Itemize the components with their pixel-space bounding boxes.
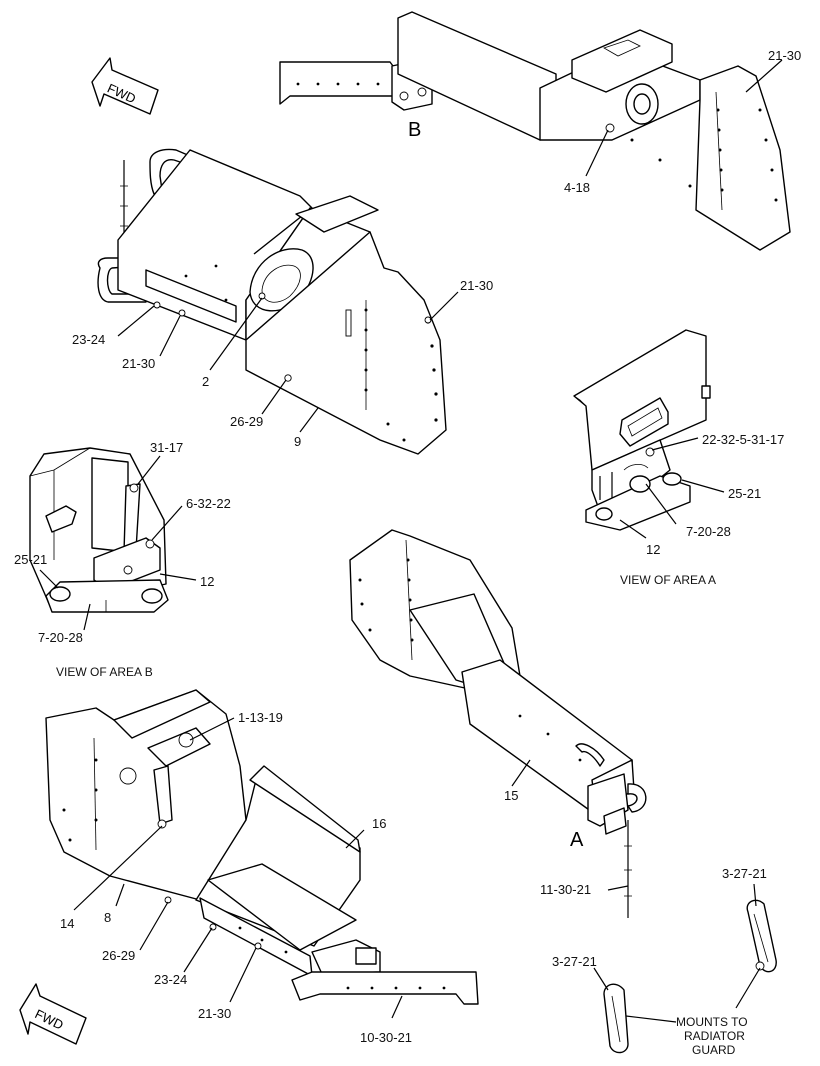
leader-lines	[39, 59, 783, 1023]
callout-area-b-25-21: 25-21	[14, 552, 47, 567]
callout-16: 16	[372, 816, 386, 831]
callout-3-27-21-top: 3-27-21	[722, 866, 767, 881]
callout-bottom-26-29: 26-29	[102, 948, 135, 963]
handle-top-right	[746, 899, 777, 973]
callout-area-b-12: 12	[200, 574, 214, 589]
area-b-detail	[29, 447, 169, 613]
handle-bottom	[603, 983, 629, 1054]
callout-left-right-21-30: 21-30	[460, 278, 493, 293]
callout-3-27-21-low: 3-27-21	[552, 954, 597, 969]
callout-22-32-5-31-17: 22-32-5-31-17	[702, 432, 784, 447]
caption-mounts-line-2: RADIATOR	[684, 1029, 745, 1043]
callout-left-21-30: 21-30	[122, 356, 155, 371]
caption-view-area-b: VIEW OF AREA B	[56, 665, 153, 679]
caption-mounts-line-1: MOUNTS TO	[676, 1015, 748, 1029]
view-letter-b: B	[408, 119, 421, 141]
caption-mounts-line-3: GUARD	[692, 1043, 736, 1057]
callout-6-32-22: 6-32-22	[186, 496, 231, 511]
callout-14: 14	[60, 916, 74, 931]
fwd-arrow-top: FWD	[91, 57, 159, 115]
callout-top-right-21-30: 21-30	[768, 48, 801, 63]
callout-labels: 21-30 4-18 23-24 21-30 2 21-30 26-29 9 2…	[14, 48, 801, 1057]
callout-bottom-21-30: 21-30	[198, 1006, 231, 1021]
callout-2: 2	[202, 374, 209, 389]
callout-8: 8	[104, 910, 111, 925]
callout-15: 15	[504, 788, 518, 803]
callout-11-30-21: 11-30-21	[540, 882, 591, 897]
callout-area-b-7-20-28: 7-20-28	[38, 630, 83, 645]
callout-left-23-24: 23-24	[72, 332, 105, 347]
caption-view-area-a: VIEW OF AREA A	[620, 573, 716, 587]
callout-left-26-29: 26-29	[230, 414, 263, 429]
middle-guard-assembly	[349, 529, 647, 918]
callout-1-13-19: 1-13-19	[238, 710, 283, 725]
top-guard-assembly	[279, 11, 791, 251]
callout-10-30-21: 10-30-21	[360, 1030, 412, 1045]
view-letter-a: A	[570, 829, 584, 851]
callout-bottom-23-24: 23-24	[154, 972, 187, 987]
callout-area-a-7-20-28: 7-20-28	[686, 524, 731, 539]
callout-area-a-25-21: 25-21	[728, 486, 761, 501]
callout-31-17: 31-17	[150, 440, 183, 455]
fwd-arrow-bottom: FWD	[19, 983, 87, 1045]
callout-9: 9	[294, 434, 301, 449]
left-guard-assembly	[97, 148, 447, 455]
callout-4-18: 4-18	[564, 180, 590, 195]
callout-area-a-12: 12	[646, 542, 660, 557]
area-a-detail	[573, 329, 711, 531]
bottom-guard-assembly	[45, 689, 479, 1005]
